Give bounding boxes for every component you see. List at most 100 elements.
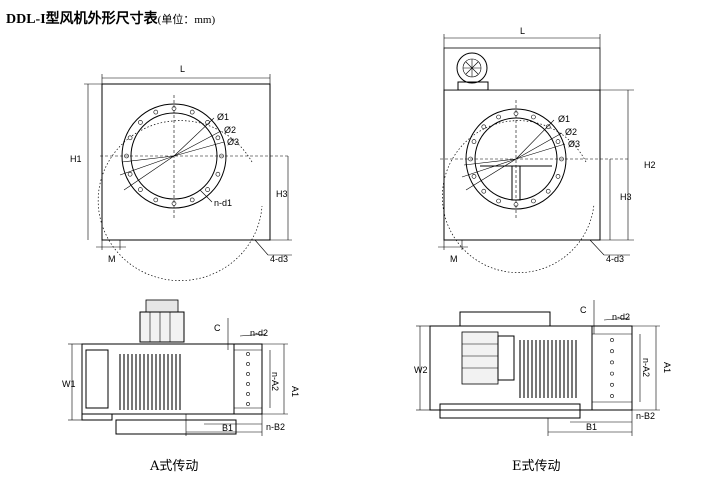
housing-side-e <box>429 325 633 411</box>
caption-e: E式传动 <box>512 459 561 474</box>
bolt-hole <box>215 171 221 177</box>
motor-cover-e <box>459 311 551 327</box>
bolt-hole <box>531 114 536 120</box>
outlet-flange-e <box>591 325 633 411</box>
label-nA2-e: n-A2 <box>641 358 651 377</box>
label-nA2-a: n-A2 <box>270 372 280 391</box>
flange-hole <box>246 362 250 366</box>
bolt-holes-a <box>124 106 224 206</box>
flange-hole <box>610 360 614 365</box>
leader-l3-e <box>465 158 517 191</box>
label-H3-e: H3 <box>620 192 632 202</box>
label-d3-e: Ø3 <box>568 139 580 149</box>
leader-d2-a <box>173 130 222 157</box>
leader-l1-a <box>121 155 175 163</box>
label-nd1-a: n-d1 <box>214 198 232 208</box>
flange-hole <box>246 382 250 386</box>
side-a-base-left <box>81 413 113 421</box>
leader-4d3-a <box>254 239 269 256</box>
label-A1-e: A1 <box>662 362 672 373</box>
bolt-hole <box>496 114 501 120</box>
leader-d3-e <box>515 143 566 160</box>
side-view-e: C n-d2 W2 A1 n-A2 B1 n-B2 <box>414 300 672 436</box>
bolt-hole <box>205 187 210 192</box>
housing-a <box>101 83 271 241</box>
flange-hole <box>610 371 614 376</box>
bolt-hole <box>215 135 221 141</box>
motor-base-e <box>457 81 489 91</box>
label-d3-a: Ø3 <box>227 137 239 147</box>
caption-a: A式传动 <box>150 459 199 474</box>
label-H2-e: H2 <box>644 160 656 170</box>
flange-holes-e <box>610 338 614 398</box>
label-d1-e: Ø1 <box>558 114 570 124</box>
label-M-a: M <box>108 254 116 264</box>
leader-d1-a <box>173 117 215 157</box>
title-unit: (单位：mm) <box>157 14 216 26</box>
bolt-hole <box>555 139 561 144</box>
label-H3-a: H3 <box>276 189 288 199</box>
bolt-hole <box>138 187 143 192</box>
bolt-hole <box>471 139 477 144</box>
base-e <box>439 403 581 419</box>
label-L-a: L <box>180 64 185 74</box>
label-nd2-a: n-d2 <box>250 328 268 338</box>
flange-hole <box>246 392 250 396</box>
label-nB2-e: n-B2 <box>636 411 655 421</box>
flange-hole <box>610 338 614 342</box>
leader-l2-a <box>119 155 175 176</box>
label-H1-a: H1 <box>70 154 82 164</box>
bolt-hole <box>138 120 143 125</box>
base-a <box>115 419 237 435</box>
title-main: DDL-I型风机外形尺寸表 <box>6 12 158 27</box>
bolt-hole <box>189 197 195 203</box>
bolt-hole <box>153 197 159 203</box>
leader-d3-a <box>173 141 225 157</box>
motor-frame-e <box>443 47 601 91</box>
bolt-hole <box>189 109 195 115</box>
flange-hole <box>610 349 614 354</box>
motor-e <box>456 52 488 84</box>
leader-nd2-e <box>603 317 631 321</box>
bolt-hole <box>153 109 159 115</box>
bolt-holes-e <box>468 111 564 207</box>
flange-holes-a <box>246 352 250 406</box>
leader-d2-e <box>515 132 563 160</box>
label-C-e: C <box>580 305 587 315</box>
label-C-a: C <box>214 323 221 333</box>
side-view-a: C n-d2 W1 A1 n-A2 B1 n-B2 <box>62 299 300 436</box>
page-title: DDL-I型风机外形尺寸表(单位：mm) <box>6 8 215 28</box>
flange-hole <box>246 352 250 356</box>
label-4d3-e: 4-d3 <box>606 254 624 264</box>
label-B1-e: B1 <box>586 422 597 432</box>
leader-l1-e <box>463 158 517 166</box>
motor-body-e <box>461 331 499 385</box>
leader-nd2-a <box>239 333 267 337</box>
bolt-hole <box>481 188 487 194</box>
outlet-flange-a <box>233 343 263 415</box>
leader-4d3-e <box>589 239 605 256</box>
label-nd2-e: n-d2 <box>612 312 630 322</box>
label-d1-a: Ø1 <box>217 112 229 122</box>
leader-d1-e <box>515 119 555 160</box>
bolt-hole <box>531 198 536 204</box>
motor-body-a <box>139 311 185 343</box>
label-W1-a: W1 <box>62 379 76 389</box>
label-B1-a: B1 <box>222 423 233 433</box>
front-view-e: L H2 H3 M Ø1 Ø2 Ø3 4-d3 <box>438 26 656 273</box>
flange-hole <box>246 372 250 376</box>
scroll-outline-a <box>97 120 263 281</box>
label-A1-a: A1 <box>290 386 300 397</box>
motor-e-coupling <box>497 335 515 381</box>
bolt-hole <box>127 135 133 141</box>
leader-l2-e <box>461 158 517 178</box>
housing-e <box>443 89 601 241</box>
flange-hole <box>610 382 614 387</box>
front-view-a: L H1 H3 M Ø1 Ø2 Ø3 n-d1 4-d3 <box>70 64 292 281</box>
label-M-e: M <box>450 254 458 264</box>
label-nB2-a: n-B2 <box>266 422 285 432</box>
label-d2-e: Ø2 <box>565 127 577 137</box>
label-L-e: L <box>520 26 525 36</box>
bolt-hole <box>481 124 487 130</box>
bolt-hole <box>545 124 551 130</box>
